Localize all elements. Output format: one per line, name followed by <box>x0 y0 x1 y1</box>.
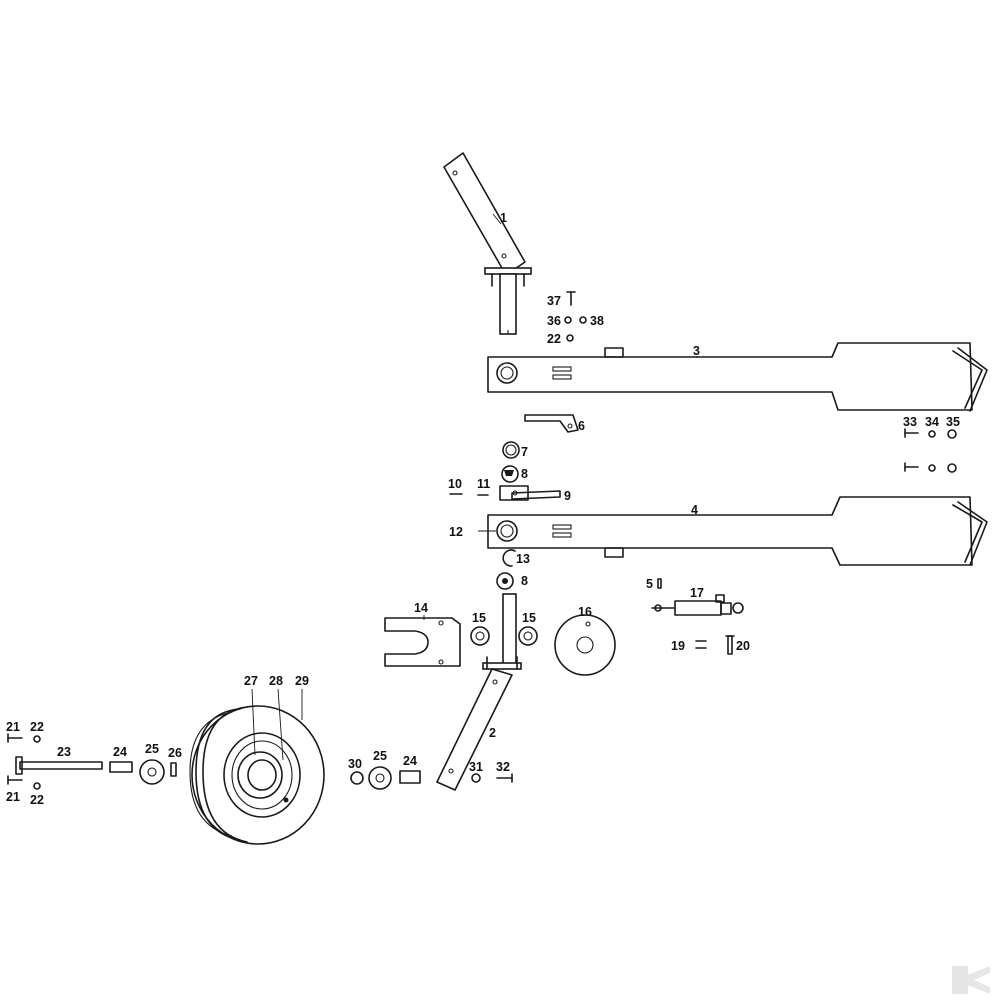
label-part-8-upper: 8 <box>521 467 528 481</box>
hardware-36-37-38-22 <box>564 291 587 342</box>
part-32-bolt <box>496 773 513 783</box>
part-31-nut <box>471 773 481 783</box>
label-part-24-left: 24 <box>113 745 127 759</box>
label-part-21-lower: 21 <box>6 790 20 804</box>
label-part-22: 22 <box>547 332 561 346</box>
part-22-nut-lower <box>33 782 41 790</box>
part-1-upper-arm <box>443 152 532 335</box>
label-part-26: 26 <box>168 746 182 760</box>
label-part-29: 29 <box>295 674 309 688</box>
label-part-9: 9 <box>564 489 571 503</box>
label-part-19: 19 <box>671 639 685 653</box>
label-part-22-upper: 22 <box>30 720 44 734</box>
part-6-bracket <box>524 414 579 433</box>
label-part-16: 16 <box>578 605 592 619</box>
label-part-21-upper: 21 <box>6 720 20 734</box>
label-part-36: 36 <box>547 314 561 328</box>
part-25-washer-left <box>139 759 165 785</box>
part-20-bolt <box>725 635 735 655</box>
logo-mark <box>952 966 990 994</box>
label-part-20: 20 <box>736 639 750 653</box>
part-9-plate <box>499 485 561 501</box>
label-part-28: 28 <box>269 674 283 688</box>
label-part-22-lower: 22 <box>30 793 44 807</box>
hardware-33-34-35-upper <box>904 428 957 439</box>
label-part-37: 37 <box>547 294 561 308</box>
part-26-key <box>170 762 177 777</box>
label-part-25-left: 25 <box>145 742 159 756</box>
label-part-25-right: 25 <box>373 749 387 763</box>
hardware-33-34-35-lower <box>904 462 957 473</box>
label-part-33: 33 <box>903 415 917 429</box>
label-part-12: 12 <box>449 525 463 539</box>
callout-labels: 1 2 3 4 5 6 7 8 9 10 11 12 13 8 14 15 15… <box>6 211 960 807</box>
label-part-7: 7 <box>521 445 528 459</box>
part-14-plate <box>384 617 461 667</box>
part-8-bushing-upper <box>501 465 519 483</box>
label-part-2: 2 <box>489 726 496 740</box>
label-part-30: 30 <box>348 757 362 771</box>
part-2-lower-arm <box>436 593 522 791</box>
label-part-1: 1 <box>500 211 507 225</box>
part-27-hub <box>237 751 289 803</box>
label-part-13: 13 <box>516 552 530 566</box>
part-28-rim <box>223 732 301 818</box>
label-part-11: 11 <box>477 477 490 491</box>
label-part-35: 35 <box>946 415 960 429</box>
label-part-8-lower: 8 <box>521 574 528 588</box>
part-23-axle <box>15 756 103 775</box>
label-part-15-left: 15 <box>472 611 486 625</box>
part-29-tyre <box>189 705 325 845</box>
part-7-bushing <box>502 441 520 459</box>
label-part-5: 5 <box>646 577 653 591</box>
label-part-27: 27 <box>244 674 258 688</box>
label-part-38: 38 <box>590 314 604 328</box>
label-part-24-right: 24 <box>403 754 417 768</box>
label-part-14: 14 <box>414 601 428 615</box>
part-4-lower-frame-arm <box>487 496 988 566</box>
label-part-32: 32 <box>496 760 510 774</box>
label-part-34: 34 <box>925 415 939 429</box>
part-21-bolt-lower <box>7 775 23 785</box>
part-19-clip <box>695 640 707 649</box>
part-8-bushing-lower <box>496 572 514 590</box>
label-part-17: 17 <box>690 586 704 600</box>
part-13-circlip <box>502 549 516 567</box>
part-3-upper-frame-arm <box>487 342 988 412</box>
part-24-spacer-right <box>399 770 421 784</box>
part-17-cylinder <box>651 594 744 616</box>
leader-lines <box>251 213 698 761</box>
part-15-washer-left <box>470 626 490 646</box>
label-part-31: 31 <box>469 760 483 774</box>
part-24-spacer-left <box>109 761 133 773</box>
label-part-15-right: 15 <box>522 611 536 625</box>
part-30-ring <box>350 771 364 785</box>
part-5-pin <box>657 578 662 589</box>
label-part-6: 6 <box>578 419 585 433</box>
part-22-nut-upper <box>33 735 41 743</box>
part-25-washer-right <box>368 766 392 790</box>
part-16-disc <box>554 614 616 676</box>
label-part-10: 10 <box>448 477 462 491</box>
label-part-23: 23 <box>57 745 71 759</box>
label-part-4: 4 <box>691 503 698 517</box>
label-part-3: 3 <box>693 344 700 358</box>
part-15-washer-right <box>518 626 538 646</box>
part-21-bolt-upper <box>7 733 23 743</box>
